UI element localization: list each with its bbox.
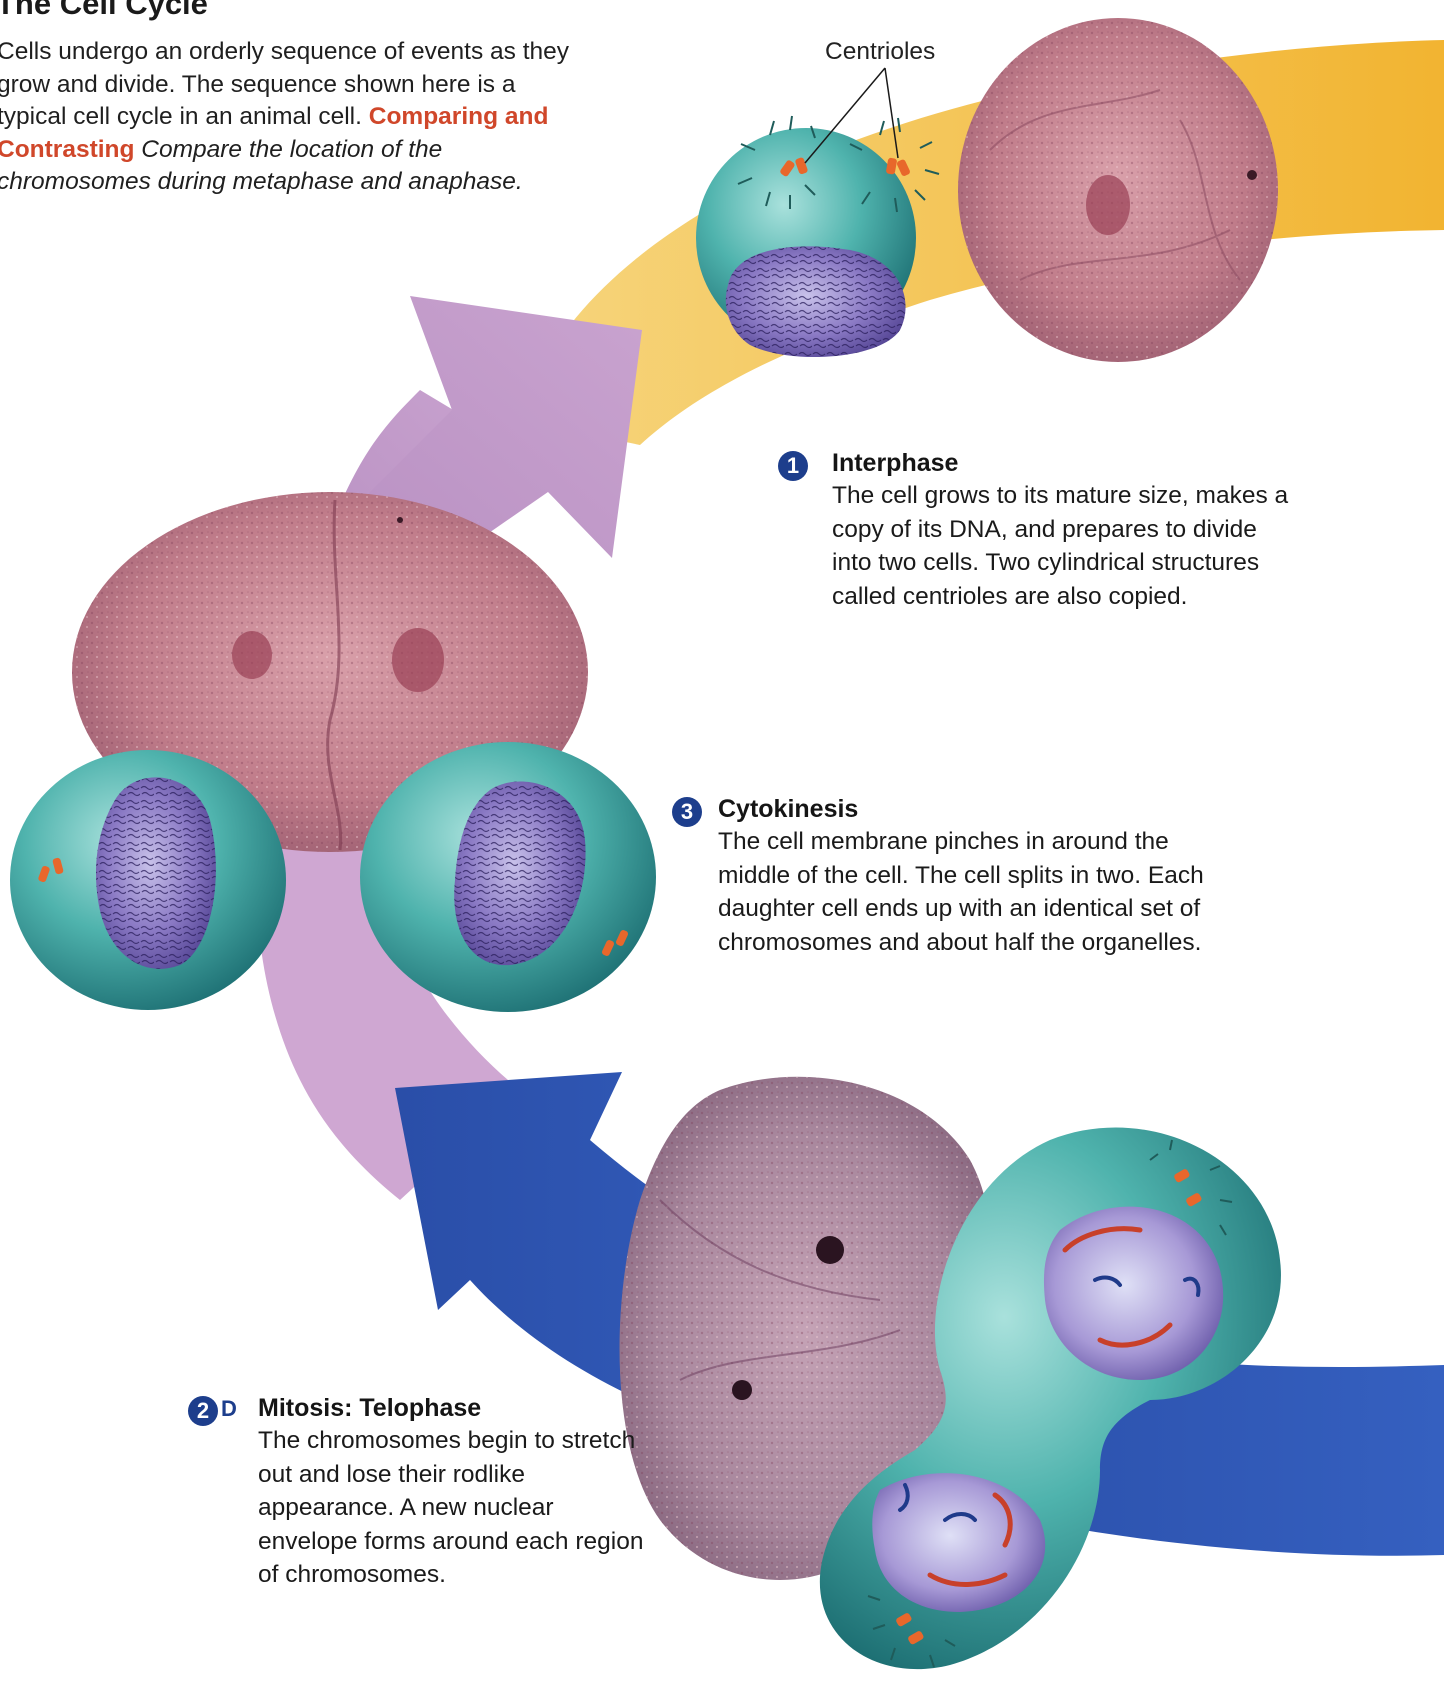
step-description: The cell membrane pinches in around the … — [718, 825, 1212, 959]
interphase-cell — [696, 68, 939, 357]
step-telophase: 2 D Mitosis: Telophase The chromosomes b… — [188, 1392, 658, 1592]
step-number-badge: 3 — [672, 797, 702, 827]
step-title: Cytokinesis — [718, 793, 1212, 825]
step-sub-letter: D — [221, 1396, 237, 1422]
daughter-cell-right — [360, 742, 656, 1012]
step-title: Mitosis: Telophase — [258, 1392, 658, 1424]
step-number-badge: 1 — [778, 451, 808, 481]
step-cytokinesis: 3 Cytokinesis The cell membrane pinches … — [672, 793, 1212, 959]
step-interphase: 1 Interphase The cell grows to its matur… — [782, 447, 1302, 613]
centrioles-label: Centrioles — [825, 38, 935, 66]
step-number-badge: 2 — [188, 1396, 218, 1426]
step-description: The chromosomes begin to stretch out and… — [258, 1424, 658, 1592]
step-description: The cell grows to its mature size, makes… — [832, 479, 1302, 613]
interphase-micrograph — [958, 18, 1278, 362]
page-title: The Cell Cycle — [0, 0, 208, 22]
daughter-cell-left — [10, 750, 286, 1010]
step-title: Interphase — [832, 447, 1302, 479]
intro-paragraph: Cells undergo an orderly sequence of eve… — [0, 36, 587, 199]
